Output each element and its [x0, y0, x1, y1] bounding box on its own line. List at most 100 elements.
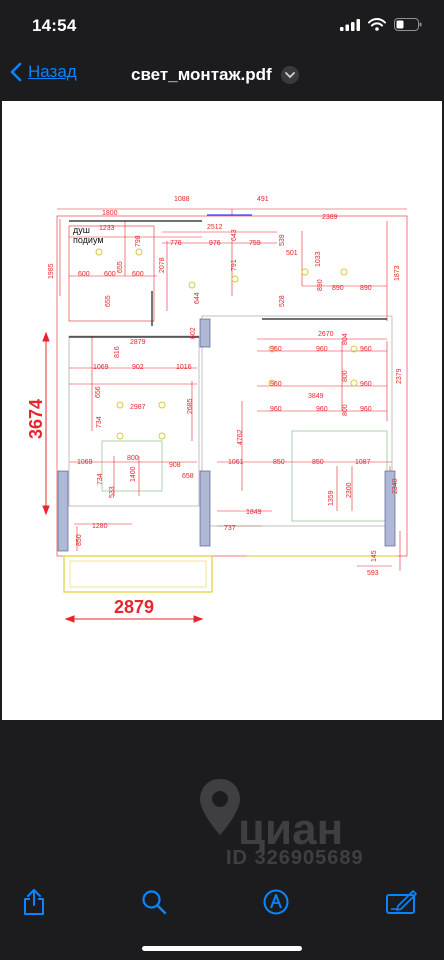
dim-label: 2078 — [159, 257, 166, 273]
dim-label: 2879 — [130, 339, 146, 346]
dim-label: 2300 — [346, 482, 353, 498]
dim-label: 1985 — [48, 263, 55, 279]
dim-label: 776 — [170, 240, 182, 247]
dim-label: 1359 — [328, 490, 335, 506]
dim-label: 734 — [96, 416, 103, 428]
dim-label: 816 — [114, 346, 121, 358]
dim-label: 2389 — [322, 214, 338, 221]
dim-label: 800 — [342, 370, 349, 382]
dim-label: 2685 — [187, 398, 194, 414]
dim-label: 737 — [224, 525, 236, 532]
dim-label: 600 — [78, 271, 90, 278]
dim-label: 602 — [190, 327, 197, 339]
dim-label: 734 — [97, 473, 104, 485]
home-indicator — [142, 946, 302, 951]
dim-label: 145 — [371, 550, 378, 562]
dim-label: 960 — [360, 381, 372, 388]
markup-button[interactable] — [260, 886, 292, 918]
battery-icon — [394, 18, 422, 31]
dim-label: 960 — [270, 381, 282, 388]
dim-label: 1016 — [176, 364, 192, 371]
bottom-toolbar — [0, 872, 444, 932]
wifi-icon — [368, 18, 386, 31]
dim-label: 800 — [342, 404, 349, 416]
dim-label: 791 — [231, 259, 238, 271]
dim-label: 804 — [342, 333, 349, 345]
share-button[interactable] — [18, 886, 50, 918]
room-label-podium: подиум — [73, 235, 104, 245]
dim-label: 890 — [360, 285, 372, 292]
signature-button[interactable] — [386, 886, 418, 918]
dim-label: 759 — [249, 240, 261, 247]
dim-label: 2340 — [392, 478, 399, 494]
dim-label: 960 — [360, 406, 372, 413]
dim-label: 800 — [127, 455, 139, 462]
room-label-shower: душ — [73, 225, 90, 235]
dim-label: 902 — [132, 364, 144, 371]
chevron-down-icon[interactable] — [280, 66, 299, 84]
dim-label: 960 — [316, 346, 328, 353]
dim-label: 1280 — [92, 523, 108, 530]
dim-label: 1800 — [102, 210, 118, 217]
dim-label: 501 — [286, 250, 298, 257]
dim-label: 976 — [209, 240, 221, 247]
cian-watermark: циан ID 326905689 — [190, 775, 430, 875]
dim-label: 908 — [169, 462, 181, 469]
dim-label: 593 — [367, 570, 379, 577]
watermark-brand: циан — [238, 805, 344, 854]
dim-label: 960 — [316, 406, 328, 413]
dim-label: 890 — [332, 285, 344, 292]
dim-label: 798 — [135, 235, 142, 247]
dim-label: 644 — [194, 292, 201, 304]
location-pin-icon — [200, 779, 240, 835]
dim-label: 643 — [231, 229, 238, 241]
dim-label: 2670 — [318, 331, 334, 338]
dim-label: 4762 — [237, 429, 244, 445]
dim-label-large: 3674 — [26, 399, 46, 439]
dim-label: 1400 — [130, 466, 137, 482]
watermark-id: ID 326905689 — [226, 847, 364, 869]
dim-label: 658 — [182, 473, 194, 480]
dim-label: 850 — [76, 534, 83, 546]
dim-label: 850 — [312, 459, 324, 466]
floor-plan-drawing: 1800 1088 491 2389 1233 2512 798 776 976… — [26, 196, 408, 623]
dim-label: 655 — [117, 261, 124, 273]
search-button[interactable] — [138, 886, 170, 918]
dim-label: 533 — [109, 486, 116, 498]
dim-label: 850 — [273, 459, 285, 466]
dim-label: 1087 — [355, 459, 371, 466]
signature-icon — [386, 890, 417, 914]
dim-label: 656 — [95, 386, 102, 398]
status-icons — [340, 18, 422, 31]
status-time: 14:54 — [32, 16, 77, 35]
dim-label-large: 2879 — [114, 597, 154, 617]
cellular-signal-icon — [340, 18, 360, 31]
dim-label: 1873 — [394, 265, 401, 281]
dim-label: 1033 — [315, 251, 322, 267]
dim-label: 2379 — [396, 368, 403, 384]
search-icon — [142, 890, 167, 915]
dim-label: 1069 — [77, 459, 93, 466]
document-title-text: свет_монтаж.pdf — [131, 65, 272, 84]
dim-label: 491 — [257, 196, 269, 203]
back-button[interactable]: Назад — [10, 62, 77, 82]
pdf-page[interactable]: 1800 1088 491 2389 1233 2512 798 776 976… — [2, 101, 442, 720]
dim-label: 2987 — [130, 404, 146, 411]
dim-label: 600 — [132, 271, 144, 278]
dim-label: 1069 — [93, 364, 109, 371]
dim-label: 528 — [279, 295, 286, 307]
dim-label: 960 — [360, 346, 372, 353]
nav-bar: Назад свет_монтаж.pdf — [0, 52, 444, 100]
dim-label: 1233 — [99, 225, 115, 232]
dim-label: 1061 — [228, 459, 244, 466]
dim-label: 3849 — [308, 393, 324, 400]
document-title[interactable]: свет_монтаж.pdf — [131, 65, 299, 85]
dim-label: 2512 — [207, 224, 223, 231]
dim-label: 655 — [105, 295, 112, 307]
dim-label: 960 — [270, 346, 282, 353]
chevron-left-icon — [10, 62, 22, 82]
dim-label: 960 — [270, 406, 282, 413]
dim-label: 1088 — [174, 196, 190, 203]
back-button-label: Назад — [28, 62, 77, 81]
share-icon — [24, 889, 44, 915]
